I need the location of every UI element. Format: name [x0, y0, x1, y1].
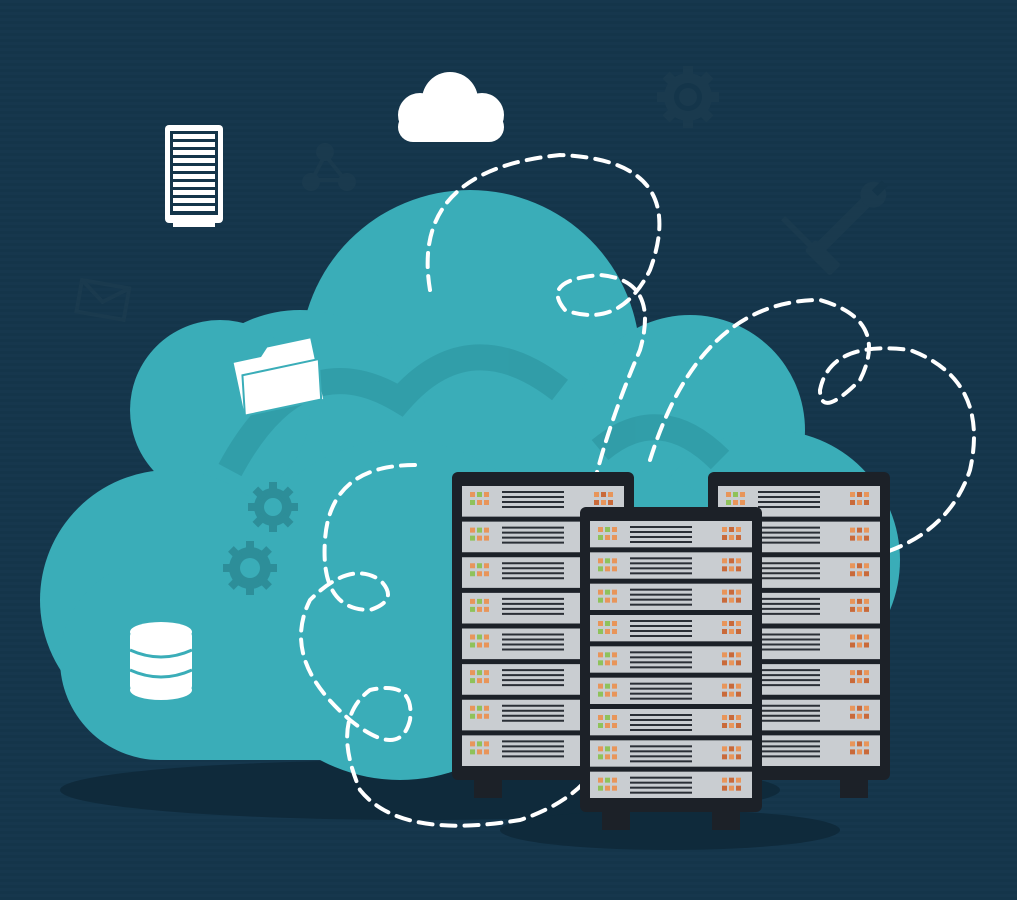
- gear-icon: [657, 66, 719, 128]
- database-icon: [129, 622, 193, 700]
- mini-rack-unit: [173, 206, 215, 211]
- mail-icon: [74, 277, 132, 323]
- server-unit: [590, 646, 752, 673]
- mini-rack-unit: [173, 182, 215, 187]
- mini-rack-unit: [173, 158, 215, 163]
- folder-icon: [233, 338, 324, 417]
- rack-shadow: [500, 810, 840, 850]
- share-nodes-icon: [302, 143, 356, 191]
- server-unit: [590, 677, 752, 704]
- mini-rack-unit: [173, 150, 215, 155]
- server-unit: [590, 615, 752, 642]
- server-unit: [590, 552, 752, 579]
- server-rack-icon: [165, 125, 223, 227]
- server-unit: [590, 740, 752, 767]
- server-unit: [590, 583, 752, 610]
- tools-icon: [781, 180, 888, 275]
- mini-rack-unit: [173, 198, 215, 203]
- gear-icon: [248, 482, 298, 532]
- mini-rack-unit: [173, 174, 215, 179]
- mini-rack-unit: [173, 134, 215, 139]
- server-rack-center: [580, 507, 762, 830]
- server-unit: [590, 771, 752, 798]
- server-unit: [590, 709, 752, 736]
- cloud-icon: [398, 72, 504, 142]
- gear-icon: [223, 541, 277, 595]
- mini-rack-unit: [173, 166, 215, 171]
- mini-rack-unit: [173, 190, 215, 195]
- mini-rack-unit: [173, 142, 215, 147]
- server-racks: [452, 472, 890, 830]
- server-unit: [590, 521, 752, 548]
